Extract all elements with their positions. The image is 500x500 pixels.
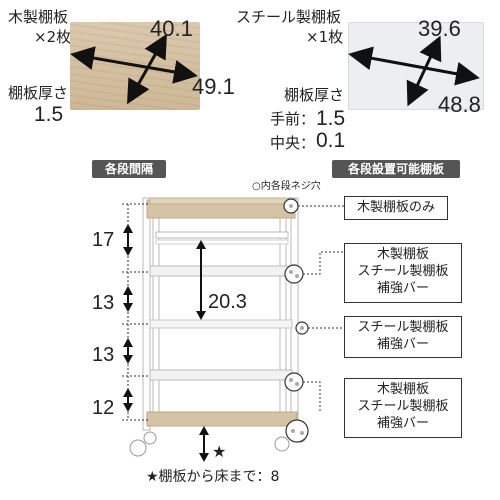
- box-3-line-1: スチール製棚板: [357, 320, 449, 335]
- installable-box-2: 木製棚板 スチール製棚板 補強バー: [344, 243, 462, 303]
- box-4-line-3: 補強バー: [376, 416, 429, 431]
- wood-width: 40.1: [150, 16, 193, 41]
- steel-center-value: 0.1: [316, 129, 346, 152]
- box-3-line-2: 補強バー: [376, 337, 429, 352]
- box-1-line-1: 木製棚板のみ: [356, 200, 435, 215]
- steel-front-label: 手前：: [270, 110, 316, 128]
- steel-center-label: 中央：: [270, 134, 316, 152]
- shelf-3: [149, 319, 293, 329]
- installable-header: 各段設置可能棚板: [332, 160, 460, 178]
- wood-panel-count: ×2枚: [34, 28, 72, 46]
- wood-thickness: 1.5: [34, 103, 64, 126]
- installable-box-3: スチール製棚板 補強バー: [344, 316, 462, 358]
- steel-dimension-arrows: [348, 35, 480, 107]
- box-2-line-3: 補強バー: [376, 281, 429, 296]
- box-4-line-2: スチール製棚板: [357, 399, 449, 414]
- spacing-header: 各段間隔: [92, 160, 166, 178]
- screw-hole-markers: [283, 198, 309, 443]
- inner-spacing-arrow: [196, 240, 206, 320]
- steel-depth: 48.8: [438, 92, 481, 117]
- floor-star: ★: [212, 442, 227, 461]
- spacing-4: 12: [92, 397, 115, 419]
- wood-depth: 49.1: [192, 74, 235, 99]
- wood-dimension-arrows: [70, 33, 198, 105]
- spacing-3: 13: [92, 344, 115, 366]
- box-4-line-1: 木製棚板: [376, 382, 429, 397]
- steel-width: 39.6: [418, 16, 461, 41]
- screw-hole-note: ○内各段ネジ穴: [252, 181, 321, 192]
- installable-box-1: 木製棚板のみ: [344, 196, 448, 220]
- steel-front-value: 1.5: [316, 107, 346, 130]
- steel-panel-count: ×1枚: [306, 28, 344, 46]
- leader-lines: [298, 205, 344, 412]
- reinforce-bar-1: [155, 231, 289, 239]
- spacing-2: 13: [92, 292, 115, 314]
- shelf-2: [149, 265, 293, 277]
- bottom-wood-shelf: [146, 411, 298, 427]
- installable-box-4: 木製棚板 スチール製棚板 補強バー: [344, 378, 462, 438]
- inner-spacing: 20.3: [208, 291, 247, 313]
- floor-clearance-note: ★棚板から床まで：8: [146, 469, 280, 485]
- screw-holes: [289, 204, 304, 435]
- spacing-1: 17: [92, 229, 115, 251]
- box-2-line-1: 木製棚板: [376, 247, 429, 262]
- floor-clearance-arrow: [199, 426, 209, 462]
- wood-panel-title: 木製棚板: [8, 8, 69, 26]
- shelf-4: [149, 369, 293, 381]
- wood-thickness-label: 棚板厚さ: [8, 84, 69, 102]
- rack-diagram: [122, 197, 344, 462]
- steel-panel-title: スチール製棚板: [236, 8, 342, 26]
- box-2-line-2: スチール製棚板: [357, 264, 449, 279]
- steel-thickness-label: 棚板厚さ: [284, 86, 345, 104]
